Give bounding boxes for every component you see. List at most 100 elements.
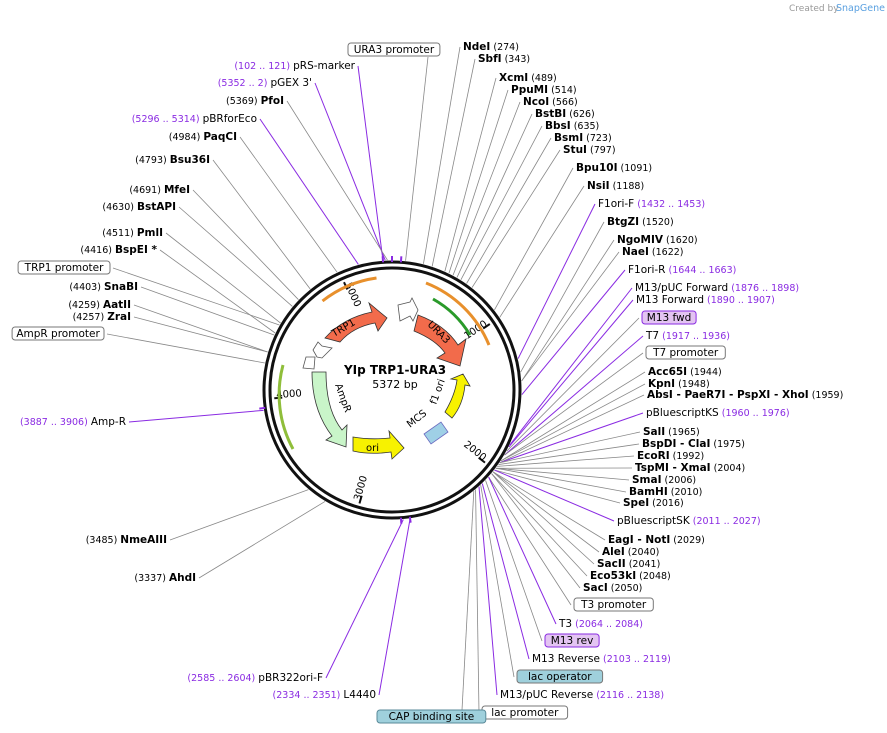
feature-name: F1ori-F (1432 .. 1453) bbox=[598, 198, 705, 210]
label-pbr322ori-f[interactable]: (2585 .. 2604) pBR322ori-F bbox=[187, 672, 323, 684]
label-ecori[interactable]: EcoRI (1992) bbox=[637, 450, 704, 462]
f1-ori-label: f1 ori bbox=[428, 378, 447, 406]
mcs-box[interactable] bbox=[423, 421, 449, 445]
label-bpu10i[interactable]: Bpu10I (1091) bbox=[576, 162, 652, 174]
promoter-box bbox=[11, 326, 105, 341]
label-pbluescriptks[interactable]: pBluescriptKS (1960 .. 1976) bbox=[646, 407, 790, 419]
label-mfei[interactable]: (4691) MfeI bbox=[129, 184, 190, 196]
label-aatii[interactable]: (4259) AatII bbox=[68, 299, 131, 311]
leader-line bbox=[498, 443, 640, 465]
label-m13fwd[interactable]: M13 fwd bbox=[641, 310, 697, 325]
label-m13r[interactable]: M13 Reverse (2103 .. 2119) bbox=[532, 653, 671, 665]
label-ngomiv[interactable]: NgoMIV (1620) bbox=[617, 234, 698, 246]
label-stui[interactable]: StuI (797) bbox=[563, 144, 616, 156]
feature-name: (2585 .. 2604) pBR322ori-F bbox=[187, 672, 323, 684]
label-zrai[interactable]: (4257) ZraI bbox=[73, 311, 131, 323]
enzyme-name: BsmI (723) bbox=[554, 132, 612, 144]
enzyme-name: NsiI (1188) bbox=[587, 180, 644, 192]
enzyme-name: (5369) PfoI bbox=[226, 95, 284, 107]
label-bspei[interactable]: (4416) BspEI * bbox=[80, 244, 157, 256]
label-ncoi[interactable]: NcoI (566) bbox=[523, 96, 578, 108]
enzyme-name: AleI (2040) bbox=[602, 546, 659, 558]
label-t3prom[interactable]: T3 promoter bbox=[573, 597, 654, 612]
feature-arc-trp1 bbox=[321, 276, 377, 303]
leader-line bbox=[508, 299, 634, 448]
label-kpni[interactable]: KpnI (1948) bbox=[648, 378, 710, 390]
label-sbfi[interactable]: SbfI (343) bbox=[478, 53, 530, 65]
label-bsu36i[interactable]: (4793) Bsu36I bbox=[135, 154, 210, 166]
promoter-box bbox=[645, 345, 726, 360]
enzyme-name: (4257) ZraI bbox=[73, 311, 131, 323]
label-trp1prom[interactable]: TRP1 promoter bbox=[17, 260, 111, 275]
label-pbluescriptsk[interactable]: pBluescriptSK (2011 .. 2027) bbox=[617, 515, 761, 527]
label-sacii[interactable]: SacII (2041) bbox=[597, 558, 660, 570]
label-alei[interactable]: AleI (2040) bbox=[602, 546, 659, 558]
label-tspmi[interactable]: TspMI - XmaI (2004) bbox=[635, 462, 745, 474]
label-amprprom[interactable]: AmpR promoter bbox=[11, 326, 105, 341]
snapgene-logo: SnapGene bbox=[836, 3, 885, 14]
label-bamhi[interactable]: BamHI (2010) bbox=[629, 486, 702, 498]
label-btgzi[interactable]: BtgZI (1520) bbox=[607, 216, 674, 228]
label-nsii[interactable]: NsiI (1188) bbox=[587, 180, 644, 192]
enzyme-name: BbsI (635) bbox=[545, 120, 599, 132]
label-l4440[interactable]: (2334 .. 2351) L4440 bbox=[273, 689, 376, 701]
leader-line bbox=[460, 125, 543, 280]
label-eagi[interactable]: EagI - NotI (2029) bbox=[608, 534, 705, 546]
plasmid-size: 5372 bp bbox=[372, 378, 417, 391]
label-bbsi[interactable]: BbsI (635) bbox=[545, 120, 599, 132]
label-bstapi[interactable]: (4630) BstAPI bbox=[102, 201, 176, 213]
label-ahdi[interactable]: (3337) AhdI bbox=[134, 572, 196, 584]
label-t7prom[interactable]: T7 promoter bbox=[645, 345, 726, 360]
label-bsmi[interactable]: BsmI (723) bbox=[554, 132, 612, 144]
leader-line bbox=[106, 333, 265, 364]
label-bspdi[interactable]: BspDI - ClaI (1975) bbox=[642, 438, 745, 450]
label-t3[interactable]: T3 (2064 .. 2084) bbox=[558, 618, 643, 630]
ampr-arrow[interactable] bbox=[311, 371, 348, 448]
label-ura3-promoter[interactable]: URA3 promoter bbox=[347, 42, 441, 57]
label-xcmi[interactable]: XcmI (489) bbox=[499, 72, 557, 84]
feature-name: F1ori-R (1644 .. 1663) bbox=[628, 264, 736, 276]
label-t7[interactable]: T7 (1917 .. 1936) bbox=[645, 330, 730, 342]
label-acc65i[interactable]: Acc65I (1944) bbox=[648, 366, 722, 378]
label-amp-r[interactable]: (3887 .. 3906) Amp-R bbox=[20, 416, 126, 428]
label-pfoi[interactable]: (5369) PfoI bbox=[226, 95, 284, 107]
label-snabi[interactable]: (4403) SnaBI bbox=[69, 281, 138, 293]
label-lacop[interactable]: lac operator bbox=[516, 669, 604, 684]
ura3-arrow[interactable] bbox=[413, 314, 467, 367]
label-bstbi[interactable]: BstBI (626) bbox=[535, 108, 595, 120]
label-lacprom[interactable]: lac promoter bbox=[481, 705, 569, 720]
promoter-name: T7 promoter bbox=[652, 347, 719, 359]
leader-line bbox=[466, 137, 552, 284]
trp1-arrow[interactable] bbox=[324, 301, 388, 343]
label-pgex3[interactable]: (5352 .. 2) pGEX 3' bbox=[218, 77, 312, 89]
label-pmli[interactable]: (4511) PmlI bbox=[102, 227, 163, 239]
label-cap-binding-site[interactable]: CAP binding site bbox=[376, 709, 487, 724]
enzyme-name: BamHI (2010) bbox=[629, 486, 702, 498]
label-m13rev[interactable]: M13 rev bbox=[544, 633, 600, 648]
label-sali[interactable]: SalI (1965) bbox=[643, 426, 700, 438]
label-f1ori-f[interactable]: F1ori-F (1432 .. 1453) bbox=[598, 198, 705, 210]
label-eco53ki[interactable]: Eco53kI (2048) bbox=[590, 570, 671, 582]
leader-line bbox=[504, 335, 644, 456]
label-m13pucr[interactable]: M13/pUC Reverse (2116 .. 2138) bbox=[500, 689, 664, 701]
label-prs-marker[interactable]: (102 .. 121) pRS-marker bbox=[234, 60, 355, 72]
trp1-promoter-arrow[interactable] bbox=[312, 341, 333, 359]
label-paqci[interactable]: (4984) PaqCI bbox=[169, 131, 237, 143]
label-ppumi[interactable]: PpuMI (514) bbox=[511, 84, 577, 96]
label-smai[interactable]: SmaI (2006) bbox=[632, 474, 696, 486]
label-nmeaiii[interactable]: (3485) NmeAIII bbox=[86, 534, 167, 546]
ura3-promoter-arrow[interactable] bbox=[397, 297, 419, 322]
ampr-promoter-arrow[interactable] bbox=[302, 356, 316, 370]
f1-ori-arrow[interactable] bbox=[444, 373, 471, 419]
label-m13pucf[interactable]: M13/pUC Forward (1876 .. 1898) bbox=[635, 282, 799, 294]
label-pbrforeco[interactable]: (5296 .. 5314) pBRforEco bbox=[132, 113, 257, 125]
ori-arrow[interactable] bbox=[352, 429, 405, 460]
label-f1ori-r[interactable]: F1ori-R (1644 .. 1663) bbox=[628, 264, 736, 276]
label-spei[interactable]: SpeI (2016) bbox=[623, 497, 684, 509]
feature-name: M13 Forward (1890 .. 1907) bbox=[636, 294, 775, 306]
label-naei[interactable]: NaeI (1622) bbox=[622, 246, 684, 258]
label-m13f[interactable]: M13 Forward (1890 .. 1907) bbox=[636, 294, 775, 306]
label-absi[interactable]: AbsI - PaeR7I - PspXI - XhoI (1959) bbox=[647, 389, 843, 401]
label-saci[interactable]: SacI (2050) bbox=[583, 582, 642, 594]
label-ndei[interactable]: NdeI (274) bbox=[463, 41, 519, 53]
